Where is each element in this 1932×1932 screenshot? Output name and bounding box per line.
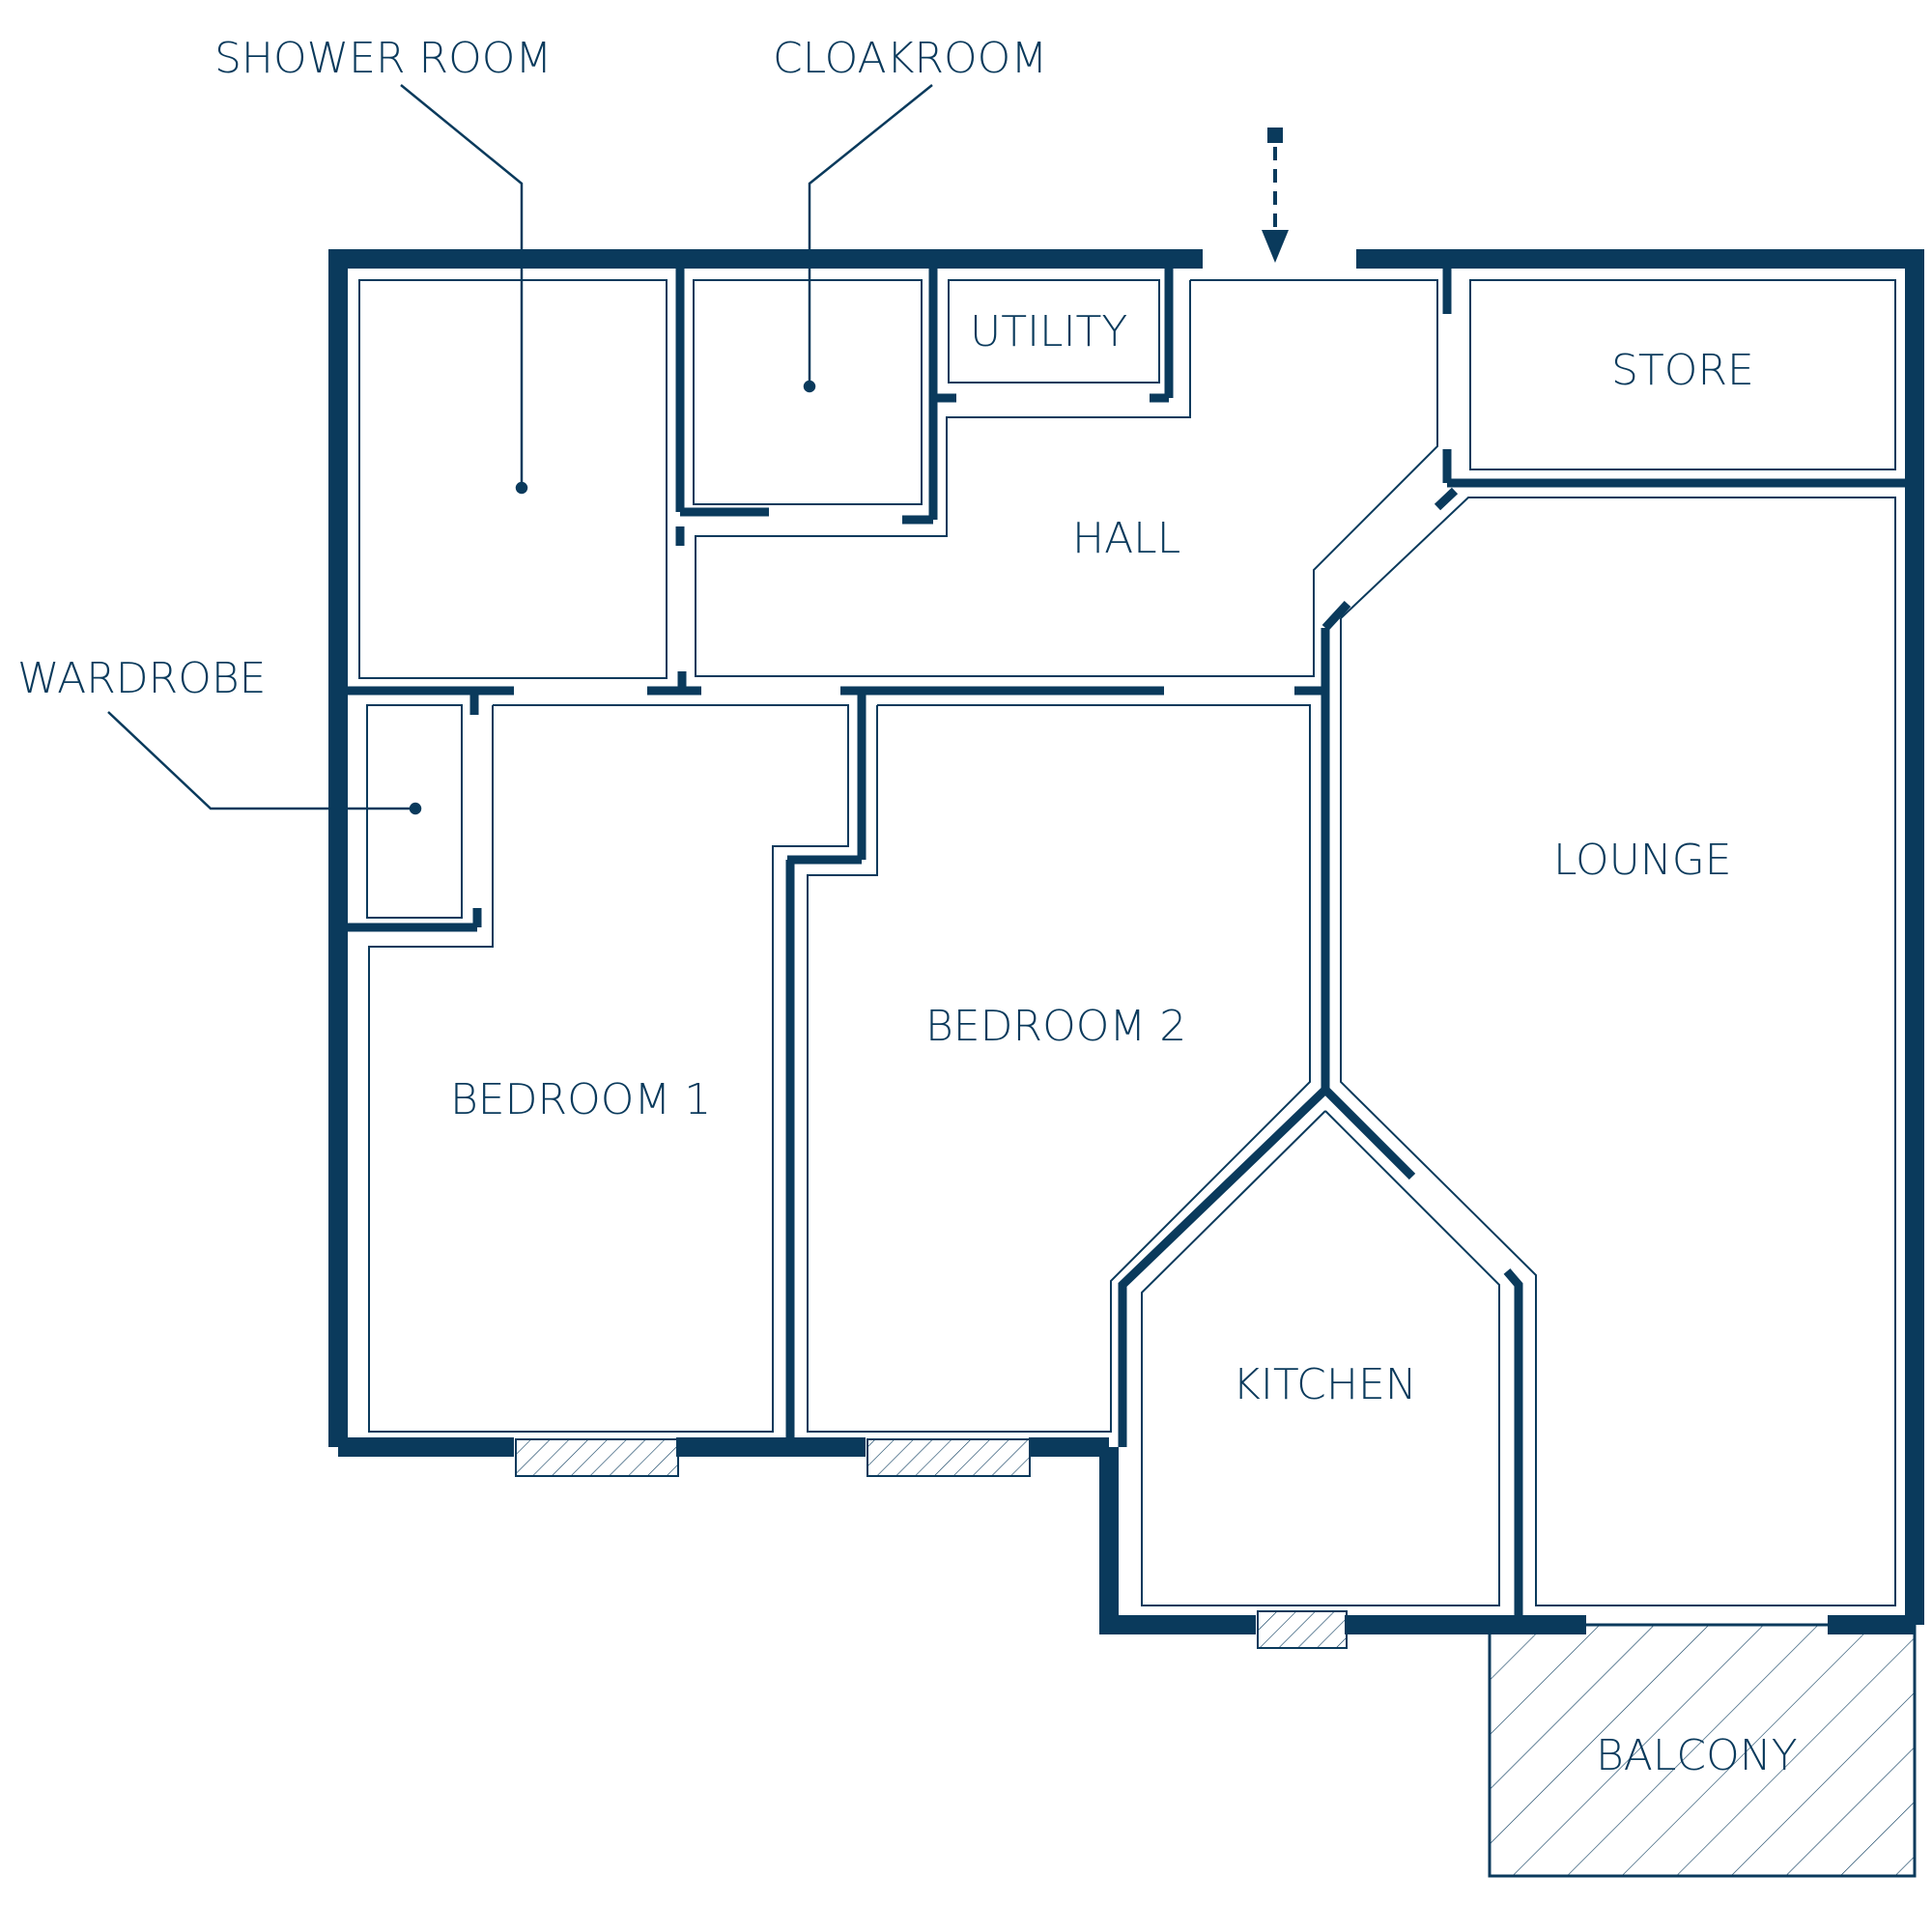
label-lounge: LOUNGE: [1553, 836, 1732, 885]
label-bedroom-1: BEDROOM 1: [450, 1075, 711, 1124]
room-labels: SHOWER ROOM CLOAKROOM UTILITY STORE HALL…: [17, 34, 1798, 1780]
label-hall: HALL: [1072, 514, 1180, 563]
label-balcony: BALCONY: [1596, 1731, 1798, 1780]
label-store: STORE: [1611, 346, 1754, 395]
label-wardrobe: WARDROBE: [17, 654, 266, 703]
entrance-arrow-icon: [1262, 128, 1289, 263]
label-utility: UTILITY: [970, 307, 1127, 356]
windows: [515, 1438, 1348, 1649]
exterior-walls: [328, 249, 1924, 1634]
label-bedroom-2: BEDROOM 2: [925, 1002, 1186, 1051]
leader-lines: [107, 84, 933, 815]
label-kitchen: KITCHEN: [1233, 1360, 1417, 1409]
room-outlines: [358, 279, 1896, 1606]
label-cloakroom: CLOAKROOM: [773, 34, 1047, 83]
interior-walls: [338, 259, 1915, 1625]
balcony: [1488, 1623, 1917, 1878]
label-shower-room: SHOWER ROOM: [214, 34, 552, 83]
